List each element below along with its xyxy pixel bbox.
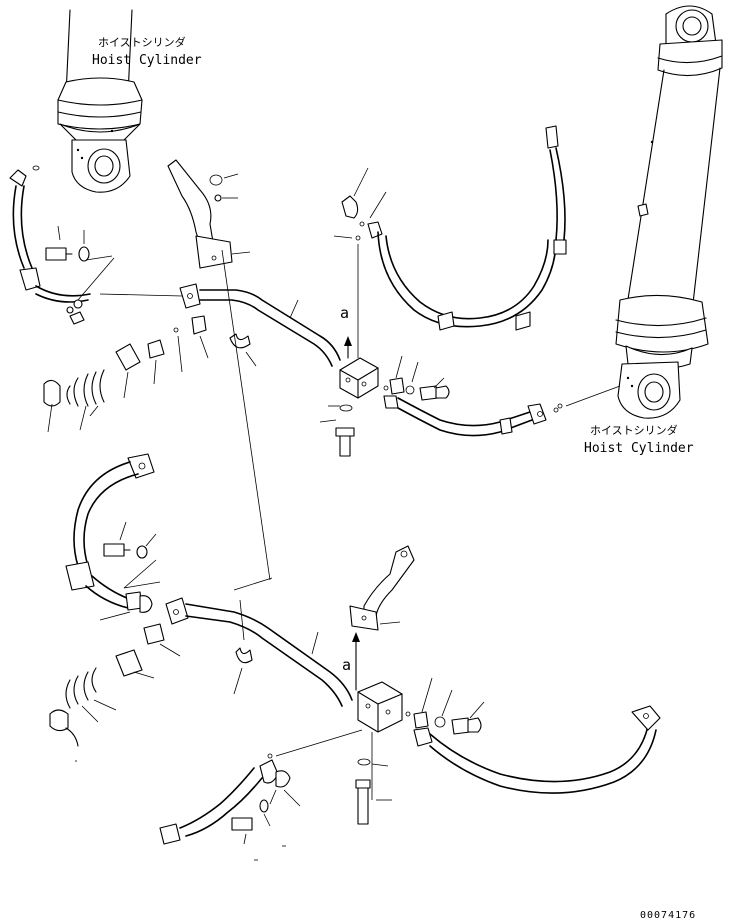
- upper-steel-tube: [99, 283, 341, 367]
- cylinder-label-jp-right: ホイストシリンダ: [590, 423, 678, 437]
- marker-a-lower: a: [342, 656, 351, 674]
- lower-right-hose: [413, 677, 661, 794]
- cylinder-label-en-top: Hoist Cylinder: [92, 53, 202, 68]
- marker-a-upper: a: [340, 304, 349, 322]
- bottom-small-hose: [159, 759, 301, 861]
- lower-manifold-block: [267, 681, 411, 825]
- lower-bracket: a: [342, 545, 415, 691]
- lower-steel-tube: [165, 577, 353, 707]
- upper-manifold-block: a: [319, 235, 389, 457]
- hoist-cylinder-right: ホイストシリンダ Hoist Cylinder: [557, 5, 723, 456]
- upper-seal-kit: [43, 315, 209, 433]
- upper-left-hose-assembly: [9, 165, 115, 325]
- lower-seal-kit: [49, 623, 181, 762]
- upper-hose-loop: [341, 125, 567, 331]
- cylinder-label-jp-top: ホイストシリンダ: [98, 35, 186, 49]
- cylinder-label-en-right: Hoist Cylinder: [584, 441, 694, 456]
- hoist-cylinder-top-left: ホイストシリンダ Hoist Cylinder: [57, 9, 202, 193]
- lower-left-hose-assembly: [65, 453, 161, 621]
- upper-right-hose: [383, 355, 559, 437]
- upper-bracket: [167, 159, 257, 367]
- drawing-number: 00074176: [640, 910, 696, 921]
- leader-line-long: [221, 249, 271, 581]
